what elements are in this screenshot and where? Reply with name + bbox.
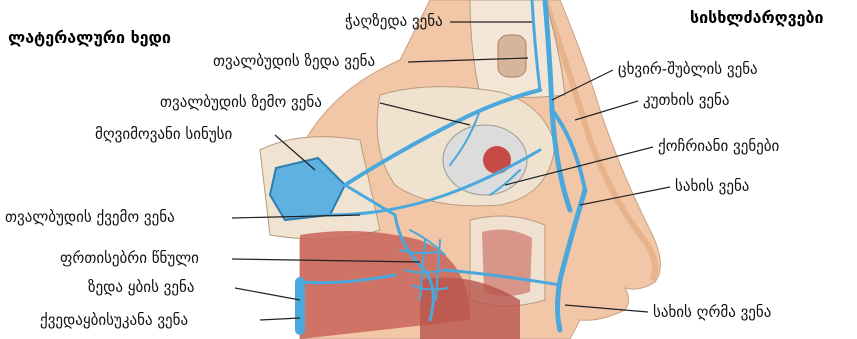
label-superior-palpebral-vein: თვალბუდის ზედა ვენა <box>213 52 375 70</box>
label-supratrochlear-vein: ცხვირ-შუბლის ვენა <box>618 60 758 78</box>
label-deep-facial-vein: სახის ღრმა ვენა <box>653 303 771 321</box>
label-superior-ophthalmic-vein: თვალბუდის ზემო ვენა <box>160 93 322 111</box>
frontal-sinus <box>498 35 526 77</box>
label-vorticose-veins: ქოჩრიანი ვენები <box>658 137 779 155</box>
label-retromandibular-vein: ქვედაყბისუკანა ვენა <box>40 311 188 329</box>
label-inferior-ophthalmic-vein: თვალბუდის ქვემო ვენა <box>5 208 175 226</box>
label-pterygoid-plexus: ფრთისებრი წნული <box>60 249 199 267</box>
heading-lateral-view: ლატერალური ხედი <box>8 28 171 48</box>
label-facial-vein: სახის ვენა <box>675 177 749 195</box>
heading-vessels: სისხლძარღვები <box>690 8 824 28</box>
label-superior-labial-vein: ზედა ყბის ვენა <box>88 278 194 296</box>
label-angular-vein: კუთხის ვენა <box>643 91 729 109</box>
label-cavernous-sinus: მღვიმოვანი სინუსი <box>95 125 232 143</box>
label-frontal-vein: ჭაღზედა ვენა <box>345 12 443 30</box>
